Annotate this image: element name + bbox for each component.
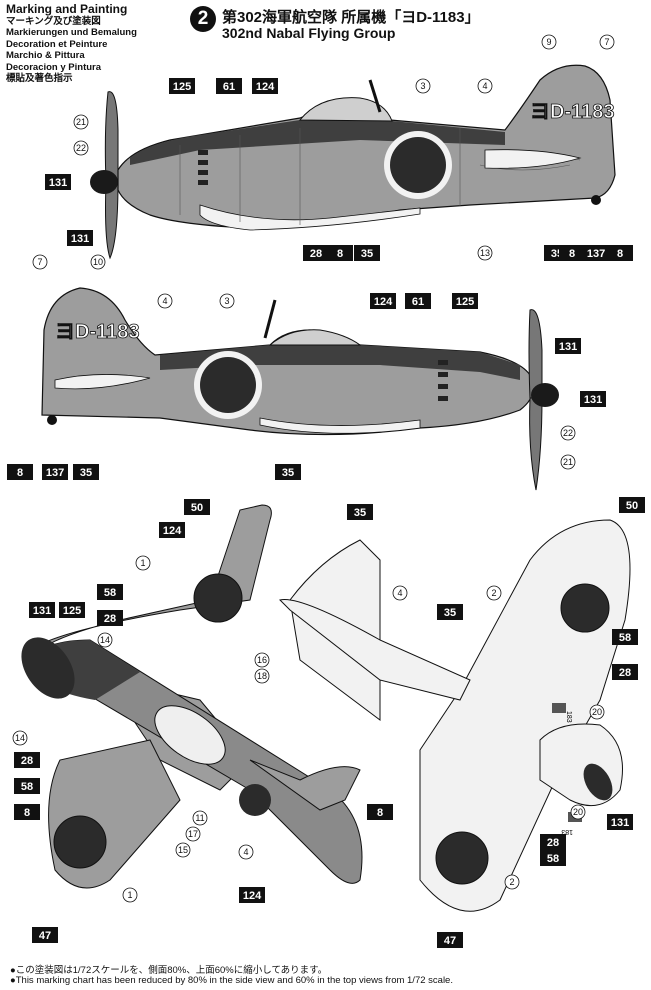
- svg-text:8: 8: [337, 248, 343, 260]
- header-line-fr: Decoration et Peinture: [6, 38, 108, 50]
- svg-text:47: 47: [444, 935, 456, 947]
- language-header: Marking and Painting マーキング及び塗装図 Markieru…: [6, 2, 137, 85]
- svg-text:131: 131: [611, 817, 629, 829]
- header-line-it: Marchio & Pittura: [6, 50, 85, 61]
- svg-text:28: 28: [547, 837, 559, 849]
- svg-text:131: 131: [33, 605, 51, 617]
- svg-text:14: 14: [15, 733, 25, 743]
- svg-text:15: 15: [178, 845, 188, 855]
- svg-text:58: 58: [21, 781, 33, 793]
- svg-text:1: 1: [127, 890, 132, 900]
- svg-text:18: 18: [257, 671, 267, 681]
- side-view-left-facing: ヨD-1183: [90, 64, 616, 260]
- side-view-right-facing: ヨD-1183: [41, 287, 559, 491]
- svg-text:7: 7: [604, 37, 609, 47]
- svg-text:8: 8: [377, 807, 383, 819]
- svg-text:28: 28: [104, 613, 116, 625]
- svg-text:21: 21: [76, 117, 86, 127]
- header-line-de: Markierungen und Bemalung: [6, 27, 137, 38]
- svg-text:28: 28: [619, 667, 631, 679]
- svg-text:22: 22: [76, 143, 86, 153]
- svg-text:17: 17: [188, 829, 198, 839]
- svg-text:124: 124: [256, 81, 275, 93]
- svg-text:3: 3: [224, 296, 229, 306]
- svg-text:4: 4: [482, 81, 487, 91]
- svg-text:11: 11: [195, 813, 204, 823]
- svg-text:8: 8: [17, 467, 23, 479]
- scheme-title-english: 302nd Nabal Flying Group: [222, 25, 396, 41]
- header-line-cn: 標貼及著色指示: [6, 73, 73, 84]
- top-view-planform: [21, 504, 363, 889]
- svg-text:20: 20: [573, 807, 583, 817]
- svg-text:8: 8: [24, 807, 30, 819]
- svg-text:35: 35: [361, 248, 373, 260]
- svg-text:28: 28: [21, 755, 33, 767]
- footnote-japanese: ●この塗装図は1/72スケールを、側面80%、上面60%に縮小してあります。: [10, 965, 328, 976]
- svg-text:1: 1: [140, 558, 145, 568]
- tail-code-lower: ヨD-1183: [55, 321, 140, 343]
- svg-text:35: 35: [354, 507, 366, 519]
- svg-text:20: 20: [592, 707, 602, 717]
- svg-text:50: 50: [191, 502, 203, 514]
- header-line-en: Marking and Painting: [6, 2, 128, 16]
- circled-callouts: 21 22 3 4 9 7 13 7 10 4 3 22 21 1 14 16 …: [12, 34, 615, 903]
- svg-text:35: 35: [80, 467, 92, 479]
- decal-183-lower: 183: [561, 828, 573, 835]
- boxed-callouts: 125 61 124 131 131 28 8 35 35 8 137 8 12…: [7, 78, 645, 948]
- svg-text:3: 3: [420, 81, 425, 91]
- svg-text:10: 10: [93, 257, 103, 267]
- svg-text:58: 58: [547, 853, 559, 865]
- svg-text:125: 125: [456, 296, 474, 308]
- svg-text:124: 124: [163, 525, 182, 537]
- svg-text:21: 21: [563, 457, 573, 467]
- svg-text:131: 131: [559, 341, 577, 353]
- svg-text:131: 131: [49, 177, 67, 189]
- svg-text:124: 124: [243, 890, 262, 902]
- svg-text:16: 16: [257, 655, 267, 665]
- bottom-view-planform: 183 183: [279, 519, 631, 912]
- svg-text:35: 35: [282, 467, 294, 479]
- svg-text:50: 50: [626, 500, 638, 512]
- svg-text:4: 4: [243, 847, 248, 857]
- svg-text:28: 28: [310, 248, 322, 260]
- header-line-jp: マーキング及び塗装図: [6, 15, 101, 27]
- scheme-number-badge: 2: [190, 6, 216, 32]
- tail-code-upper: ヨD-1183: [530, 101, 615, 123]
- svg-text:9: 9: [546, 37, 551, 47]
- svg-text:125: 125: [63, 605, 81, 617]
- svg-text:4: 4: [162, 296, 167, 306]
- svg-text:8: 8: [569, 248, 575, 260]
- svg-text:61: 61: [223, 81, 235, 93]
- svg-text:131: 131: [71, 233, 89, 245]
- svg-text:8: 8: [617, 248, 623, 260]
- svg-text:14: 14: [100, 635, 110, 645]
- svg-text:35: 35: [444, 607, 456, 619]
- svg-text:137: 137: [46, 467, 64, 479]
- svg-text:124: 124: [374, 296, 393, 308]
- svg-text:22: 22: [563, 428, 573, 438]
- svg-text:2: 2: [491, 588, 496, 598]
- svg-text:58: 58: [104, 587, 116, 599]
- scheme-title-japanese: 第302海軍航空隊 所属機「ヨD-1183」: [222, 9, 480, 26]
- svg-text:47: 47: [39, 930, 51, 942]
- svg-text:4: 4: [397, 588, 402, 598]
- svg-text:13: 13: [480, 248, 490, 258]
- decal-183-upper: 183: [565, 711, 572, 723]
- svg-text:7: 7: [37, 257, 42, 267]
- svg-text:58: 58: [619, 632, 631, 644]
- header-line-es: Decoracion y Pintura: [6, 61, 102, 73]
- footnote-english: ●This marking chart has been reduced by …: [10, 975, 453, 986]
- svg-text:2: 2: [509, 877, 514, 887]
- svg-text:61: 61: [412, 296, 424, 308]
- svg-text:125: 125: [173, 81, 191, 93]
- svg-text:131: 131: [584, 394, 602, 406]
- svg-text:137: 137: [587, 248, 605, 260]
